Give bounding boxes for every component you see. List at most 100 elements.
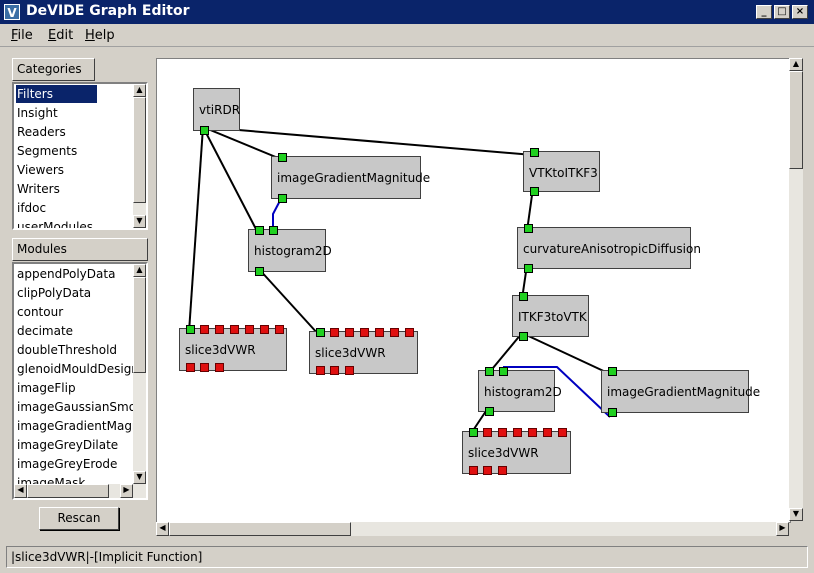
input-port[interactable] bbox=[260, 325, 269, 334]
input-port[interactable] bbox=[230, 325, 239, 334]
input-port[interactable] bbox=[469, 428, 478, 437]
menu-edit[interactable]: Edit bbox=[48, 28, 74, 43]
graph-node-igm1[interactable]: imageGradientMagnitude bbox=[271, 153, 430, 203]
modules-list[interactable]: appendPolyData clipPolyData contour decimat… bbox=[12, 262, 148, 500]
hscroll-thumb[interactable] bbox=[27, 484, 109, 498]
minimize-button[interactable]: _ bbox=[756, 5, 772, 19]
scroll-left-icon[interactable]: ◀ bbox=[14, 484, 27, 498]
module-item[interactable]: glenoidMouldDesign bbox=[17, 362, 133, 376]
scroll-right-icon[interactable]: ▶ bbox=[120, 484, 133, 498]
output-port[interactable] bbox=[215, 363, 224, 372]
input-port[interactable] bbox=[405, 328, 414, 337]
graph-node-cad[interactable]: curvatureAnisotropicDiffusion bbox=[517, 224, 701, 273]
input-port[interactable] bbox=[200, 325, 209, 334]
category-item[interactable]: Insight bbox=[17, 106, 58, 120]
input-port[interactable] bbox=[390, 328, 399, 337]
graph-node-vtk2itk[interactable]: VTKtoITKF3 bbox=[523, 148, 600, 196]
category-item[interactable]: Writers bbox=[17, 182, 60, 196]
hscroll-thumb[interactable] bbox=[169, 522, 351, 536]
module-item[interactable]: doubleThreshold bbox=[17, 343, 118, 357]
scroll-right-icon[interactable]: ▶ bbox=[776, 522, 789, 536]
output-port[interactable] bbox=[483, 466, 492, 475]
output-port[interactable] bbox=[186, 363, 195, 372]
input-port[interactable] bbox=[275, 325, 284, 334]
module-item[interactable]: clipPolyData bbox=[17, 286, 92, 300]
output-port[interactable] bbox=[519, 332, 528, 341]
rescan-button[interactable]: Rescan bbox=[39, 507, 119, 530]
graph-node-slice3[interactable]: slice3dVWR bbox=[462, 428, 571, 475]
category-item[interactable]: Segments bbox=[17, 144, 78, 158]
modules-hscrollbar[interactable]: ◀ ▶ bbox=[14, 484, 146, 498]
scroll-left-icon[interactable]: ◀ bbox=[156, 522, 169, 536]
output-port[interactable] bbox=[608, 408, 617, 417]
input-port[interactable] bbox=[608, 367, 617, 376]
scroll-thumb[interactable] bbox=[789, 71, 803, 169]
graph-node-hist1[interactable]: histogram2D bbox=[248, 226, 332, 276]
module-item[interactable]: decimate bbox=[17, 324, 74, 338]
scroll-thumb[interactable] bbox=[133, 97, 146, 203]
close-button[interactable]: × bbox=[792, 5, 808, 19]
graph-node-vtiRDR[interactable]: vtiRDR bbox=[193, 88, 240, 135]
output-port[interactable] bbox=[469, 466, 478, 475]
input-port[interactable] bbox=[255, 226, 264, 235]
input-port[interactable] bbox=[215, 325, 224, 334]
graph-node-slice1[interactable]: slice3dVWR bbox=[179, 325, 287, 372]
output-port[interactable] bbox=[278, 194, 287, 203]
graph-node-itk2vtk[interactable]: ITKF3toVTK bbox=[512, 292, 589, 341]
input-port[interactable] bbox=[330, 328, 339, 337]
input-port[interactable] bbox=[269, 226, 278, 235]
category-item[interactable]: ifdoc bbox=[17, 201, 47, 215]
scroll-thumb[interactable] bbox=[133, 277, 146, 373]
category-item[interactable]: Viewers bbox=[17, 163, 65, 177]
output-port[interactable] bbox=[524, 264, 533, 273]
categories-header[interactable]: Categories bbox=[12, 58, 95, 81]
output-port[interactable] bbox=[255, 267, 264, 276]
graph-node-hist2[interactable]: histogram2D bbox=[478, 367, 562, 416]
input-port[interactable] bbox=[278, 153, 287, 162]
input-port[interactable] bbox=[345, 328, 354, 337]
categories-scrollbar[interactable]: ▲ ▼ bbox=[133, 84, 146, 228]
input-port[interactable] bbox=[558, 428, 567, 437]
input-port[interactable] bbox=[519, 292, 528, 301]
menu-file[interactable]: File bbox=[11, 28, 33, 43]
output-port[interactable] bbox=[530, 187, 539, 196]
modules-vscrollbar[interactable]: ▲ ▼ bbox=[133, 264, 146, 484]
module-item[interactable]: imageGreyErode bbox=[17, 457, 118, 471]
canvas-vscrollbar[interactable]: ▲ ▼ bbox=[789, 58, 803, 521]
input-port[interactable] bbox=[543, 428, 552, 437]
modules-header[interactable]: Modules bbox=[12, 238, 148, 261]
scroll-up-icon[interactable]: ▲ bbox=[133, 264, 146, 277]
category-item[interactable]: Filters bbox=[16, 85, 97, 103]
maximize-button[interactable]: □ bbox=[774, 5, 790, 19]
output-port[interactable] bbox=[200, 363, 209, 372]
scroll-down-icon[interactable]: ▼ bbox=[789, 508, 803, 521]
graph-canvas[interactable]: vtiRDR imageGradientMagnitude histogram2D s… bbox=[156, 58, 791, 523]
module-item[interactable]: imageGreyDilate bbox=[17, 438, 119, 452]
output-port[interactable] bbox=[330, 366, 339, 375]
output-port[interactable] bbox=[498, 466, 507, 475]
input-port[interactable] bbox=[498, 428, 507, 437]
scroll-down-icon[interactable]: ▼ bbox=[133, 471, 146, 484]
input-port[interactable] bbox=[528, 428, 537, 437]
module-item[interactable]: imageGradientMagnit bbox=[17, 419, 133, 433]
input-port[interactable] bbox=[245, 325, 254, 334]
output-port[interactable] bbox=[200, 126, 209, 135]
input-port[interactable] bbox=[186, 325, 195, 334]
input-port[interactable] bbox=[513, 428, 522, 437]
input-port[interactable] bbox=[499, 367, 508, 376]
output-port[interactable] bbox=[485, 407, 494, 416]
output-port[interactable] bbox=[345, 366, 354, 375]
module-item[interactable]: appendPolyData bbox=[17, 267, 116, 281]
input-port[interactable] bbox=[316, 328, 325, 337]
input-port[interactable] bbox=[485, 367, 494, 376]
input-port[interactable] bbox=[524, 224, 533, 233]
scroll-up-icon[interactable]: ▲ bbox=[133, 84, 146, 97]
module-item[interactable]: contour bbox=[17, 305, 64, 319]
canvas-hscrollbar[interactable]: ◀ ▶ bbox=[156, 522, 789, 536]
input-port[interactable] bbox=[375, 328, 384, 337]
scroll-down-icon[interactable]: ▼ bbox=[133, 215, 146, 228]
menu-help[interactable]: Help bbox=[85, 28, 115, 43]
graph-node-igm2[interactable]: imageGradientMagnitude bbox=[601, 367, 760, 417]
input-port[interactable] bbox=[360, 328, 369, 337]
